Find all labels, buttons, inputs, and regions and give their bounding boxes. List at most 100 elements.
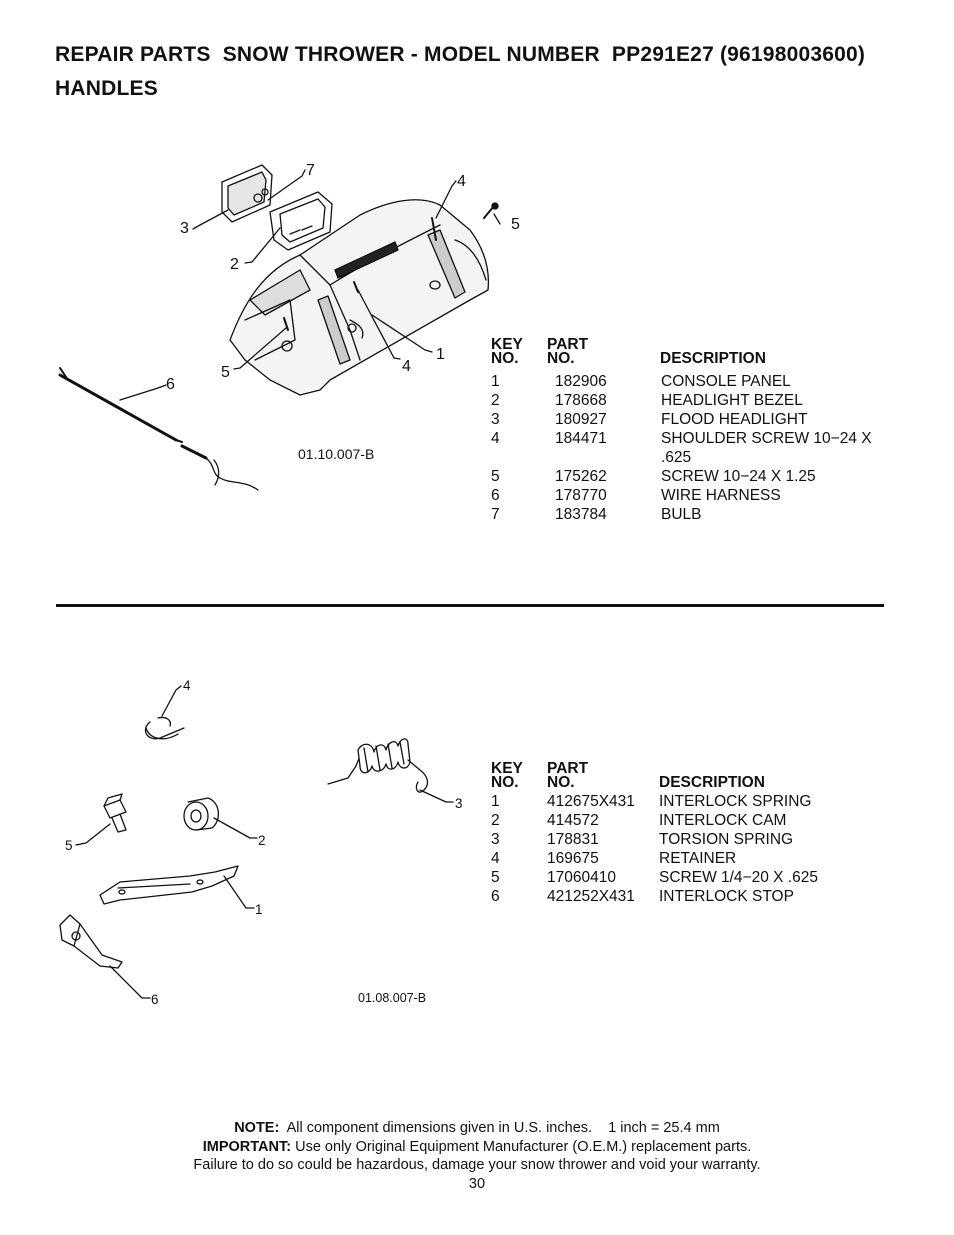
header-description: DESCRIPTION (660, 350, 766, 367)
table-row: 1 182906 CONSOLE PANEL (491, 372, 891, 391)
callout-s1-3: 3 (180, 220, 189, 237)
callout-s2-3: 3 (455, 796, 463, 811)
row-part: 180927 (555, 411, 607, 428)
callout-s1-4b: 4 (402, 358, 411, 375)
page-title: REPAIR PARTS SNOW THROWER - MODEL NUMBER… (55, 38, 865, 106)
callout-s2-1: 1 (255, 902, 263, 917)
title-line-1: REPAIR PARTS SNOW THROWER - MODEL NUMBER… (55, 43, 866, 66)
table-row: 5 17060410 SCREW 1/4−20 X .625 (491, 868, 891, 887)
callout-s1-6: 6 (166, 376, 175, 393)
row-part: 178770 (555, 487, 607, 504)
retainer-drawing (144, 716, 185, 740)
interlock-cam-drawing (183, 797, 219, 831)
row-part: 169675 (547, 850, 599, 867)
row-desc: SCREW 1/4−20 X .625 (659, 869, 818, 886)
row-desc: SCREW 10−24 X 1.25 (661, 468, 816, 485)
row-key: 3 (491, 831, 500, 848)
callout-s2-4: 4 (183, 678, 191, 693)
torsion-spring-drawing (327, 738, 429, 793)
row-part: 412675X431 (547, 793, 635, 810)
row-key: 7 (491, 506, 500, 523)
interlock-spring-drawing (99, 865, 239, 905)
page-number: 30 (468, 1175, 486, 1192)
callout-s1-5b: 5 (221, 364, 230, 381)
table-row: 5 175262 SCREW 10−24 X 1.25 (491, 467, 891, 486)
row-key: 1 (491, 793, 500, 810)
console-panel-drawing (229, 199, 490, 396)
header-part: PART (547, 760, 589, 777)
table-row: 1 412675X431 INTERLOCK SPRING (491, 792, 891, 811)
headlight-bezel-drawing (269, 191, 333, 251)
row-key: 4 (491, 430, 500, 447)
row-key: 5 (491, 869, 500, 886)
header-key: KEY (491, 336, 523, 353)
row-desc: HEADLIGHT BEZEL (661, 392, 803, 409)
row-part: 17060410 (547, 869, 616, 886)
header-key-no: NO. (491, 774, 519, 791)
table-row: 7 183784 BULB (491, 505, 891, 524)
row-part: 414572 (547, 812, 599, 829)
header-part: PART (547, 336, 589, 353)
row-desc: CONSOLE PANEL (661, 373, 791, 390)
table-row: 3 178831 TORSION SPRING (491, 830, 891, 849)
figure-code-1: 01.10.007-B (298, 446, 375, 462)
table-row: 3 180927 FLOOD HEADLIGHT (491, 410, 891, 429)
header-key: KEY (491, 760, 523, 777)
callout-s1-1: 1 (436, 346, 445, 363)
footer-note: NOTE: All component dimensions given in … (0, 1119, 954, 1138)
page-footer: NOTE: All component dimensions given in … (0, 1119, 954, 1193)
callout-s1-5a: 5 (511, 216, 520, 233)
table-row: 4 184471 SHOULDER SCREW 10−24 X .625 (491, 429, 891, 467)
header-part-no: NO. (547, 774, 575, 791)
row-part: 178831 (547, 831, 599, 848)
row-key: 6 (491, 487, 500, 504)
header-part-no: NO. (547, 350, 575, 367)
row-key: 2 (491, 392, 500, 409)
row-desc: WIRE HARNESS (661, 487, 781, 504)
row-part: 182906 (555, 373, 607, 390)
interlock-stop-drawing (59, 914, 123, 969)
table-row: 4 169675 RETAINER (491, 849, 891, 868)
footer-important: IMPORTANT: Use only Original Equipment M… (0, 1138, 954, 1157)
wire-harness-drawing (58, 367, 259, 491)
important-text: Use only Original Equipment Manufacturer… (291, 1138, 752, 1155)
row-desc: SHOULDER SCREW 10−24 X .625 (661, 430, 872, 466)
row-key: 6 (491, 888, 500, 905)
row-key: 2 (491, 812, 500, 829)
row-desc: INTERLOCK STOP (659, 888, 794, 905)
note-text: All component dimensions given in U.S. i… (279, 1120, 720, 1136)
title-line-2: HANDLES (55, 77, 158, 100)
flood-headlight-drawing (221, 164, 273, 223)
table-row: 2 178668 HEADLIGHT BEZEL (491, 391, 891, 410)
row-desc: RETAINER (659, 850, 737, 867)
callout-s1-2: 2 (230, 256, 239, 273)
row-desc: TORSION SPRING (659, 831, 794, 848)
table-row: 6 178770 WIRE HARNESS (491, 486, 891, 505)
header-key-no: NO. (491, 350, 519, 367)
screw-drawing (103, 793, 127, 833)
callout-s1-7: 7 (306, 162, 315, 179)
note-label: NOTE: (234, 1120, 280, 1136)
parts-table-1: KEY NO. PART NO. DESCRIPTION 1 182906 CO… (491, 337, 891, 524)
table-header: KEY NO. PART NO. DESCRIPTION (491, 761, 891, 792)
parts-table-2: KEY NO. PART NO. DESCRIPTION 1 412675X43… (491, 761, 891, 906)
row-key: 3 (491, 411, 500, 428)
row-desc: INTERLOCK CAM (659, 812, 787, 829)
row-key: 5 (491, 468, 500, 485)
row-desc: FLOOD HEADLIGHT (661, 411, 808, 428)
footer-warning: Failure to do so could be hazardous, dam… (193, 1157, 761, 1173)
table-row: 2 414572 INTERLOCK CAM (491, 811, 891, 830)
row-part: 183784 (555, 506, 607, 523)
row-part: 178668 (555, 392, 607, 409)
callout-s1-4a: 4 (457, 173, 466, 190)
figure-code-2: 01.08.007-B (358, 991, 427, 1005)
row-key: 1 (491, 373, 500, 390)
callout-s2-5: 5 (65, 838, 73, 853)
table-row: 6 421252X431 INTERLOCK STOP (491, 887, 891, 906)
row-part: 184471 (555, 430, 607, 447)
callout-s2-6: 6 (151, 992, 159, 1007)
row-desc: BULB (661, 506, 702, 523)
row-part: 421252X431 (547, 888, 635, 905)
row-desc: INTERLOCK SPRING (659, 793, 812, 810)
